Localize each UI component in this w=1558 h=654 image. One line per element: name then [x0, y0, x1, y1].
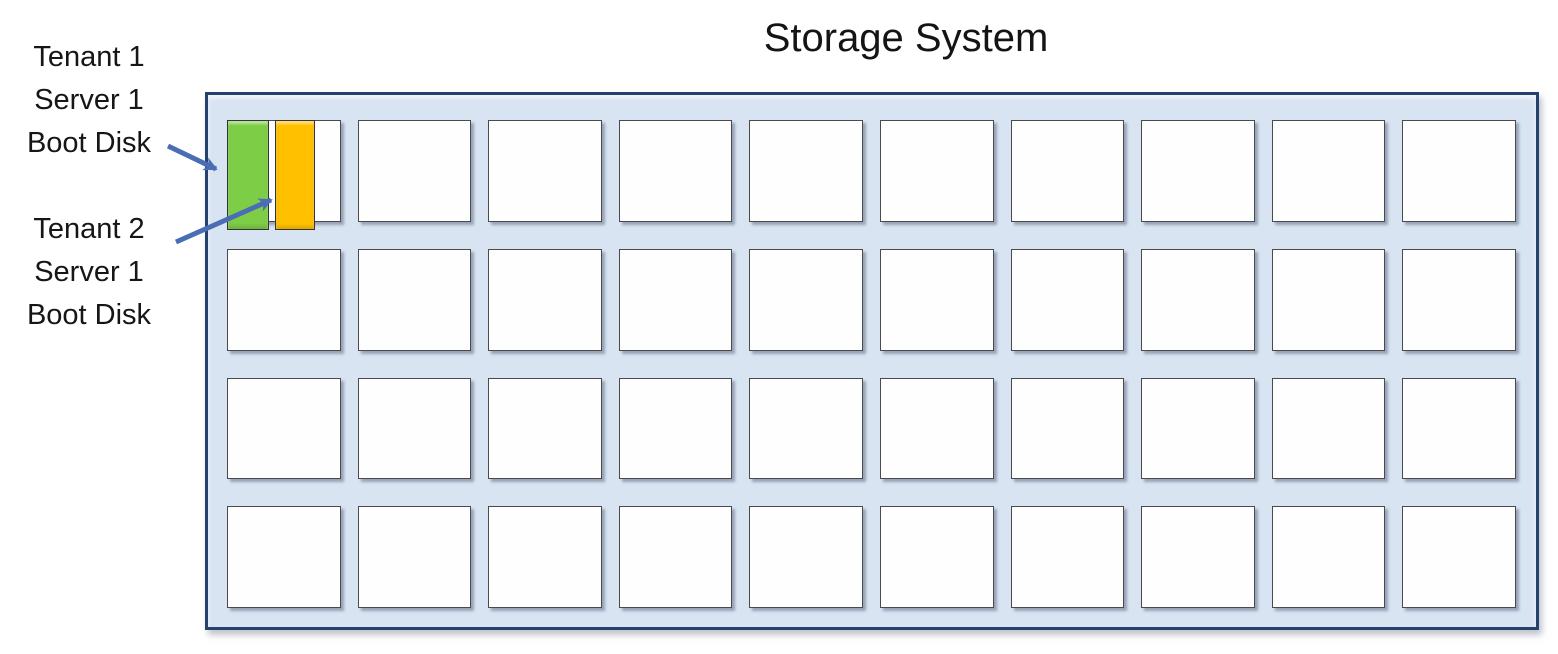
callout-line: Server 1: [34, 256, 144, 288]
disk-cell: [488, 120, 602, 222]
callout-line: Server 1: [34, 84, 144, 116]
disk-cell: [1010, 377, 1125, 480]
disk-cell: [1141, 506, 1255, 608]
disk-cell: [879, 120, 994, 222]
disk-cell: [357, 248, 472, 351]
disk-cell: [749, 120, 863, 222]
disk-cell: [1402, 506, 1516, 608]
tenant1-callout: Tenant 1 Server 1 Boot Disk: [0, 36, 178, 165]
disk-cell: [227, 506, 341, 608]
disk-cell: [1141, 377, 1255, 480]
disk-cell: [1141, 248, 1255, 351]
disk-cell: [357, 506, 472, 608]
disk-cell: [879, 248, 994, 351]
disk-cell: [1402, 248, 1516, 351]
disk-cell: [1141, 120, 1255, 222]
disk-cell: [1010, 506, 1125, 608]
storage-system-box: [205, 92, 1539, 630]
disk-cell: [749, 377, 863, 480]
page-title: Storage System: [763, 16, 1049, 60]
callout-line: Tenant 2: [33, 213, 145, 245]
callout-line: Boot Disk: [26, 299, 152, 331]
disk-cell: [357, 120, 472, 222]
disk-cell: [1010, 248, 1125, 351]
tenant-2-server-1-boot-disk-bar: [275, 120, 316, 230]
disk-cell: [1402, 377, 1516, 480]
disk-cell: [879, 377, 994, 480]
disk-cell: [227, 248, 341, 351]
disk-cell: [488, 377, 602, 480]
disk-cell: [749, 248, 863, 351]
disk-grid: [208, 95, 1536, 627]
disk-cell: [1402, 120, 1516, 222]
disk-cell: [1271, 506, 1386, 608]
disk-cell: [749, 506, 863, 608]
disk-cell: [1271, 248, 1386, 351]
disk-cell: [618, 506, 733, 608]
disk-cell: [618, 377, 733, 480]
disk-cell: [488, 248, 602, 351]
disk-cell: [618, 248, 733, 351]
disk-cell: [227, 377, 341, 480]
callout-line: Boot Disk: [26, 127, 152, 159]
disk-cell: [488, 506, 602, 608]
disk-cell: [1271, 377, 1386, 480]
disk-cell: [618, 120, 733, 222]
disk-cell: [879, 506, 994, 608]
tenant-1-server-1-boot-disk-bar: [227, 120, 270, 230]
disk-cell: [357, 377, 472, 480]
disk-cell: [1010, 120, 1125, 222]
callout-line: Tenant 1: [33, 41, 145, 73]
disk-cell: [227, 120, 341, 230]
tenant2-callout: Tenant 2 Server 1 Boot Disk: [0, 208, 178, 337]
disk-cell: [1271, 120, 1386, 222]
